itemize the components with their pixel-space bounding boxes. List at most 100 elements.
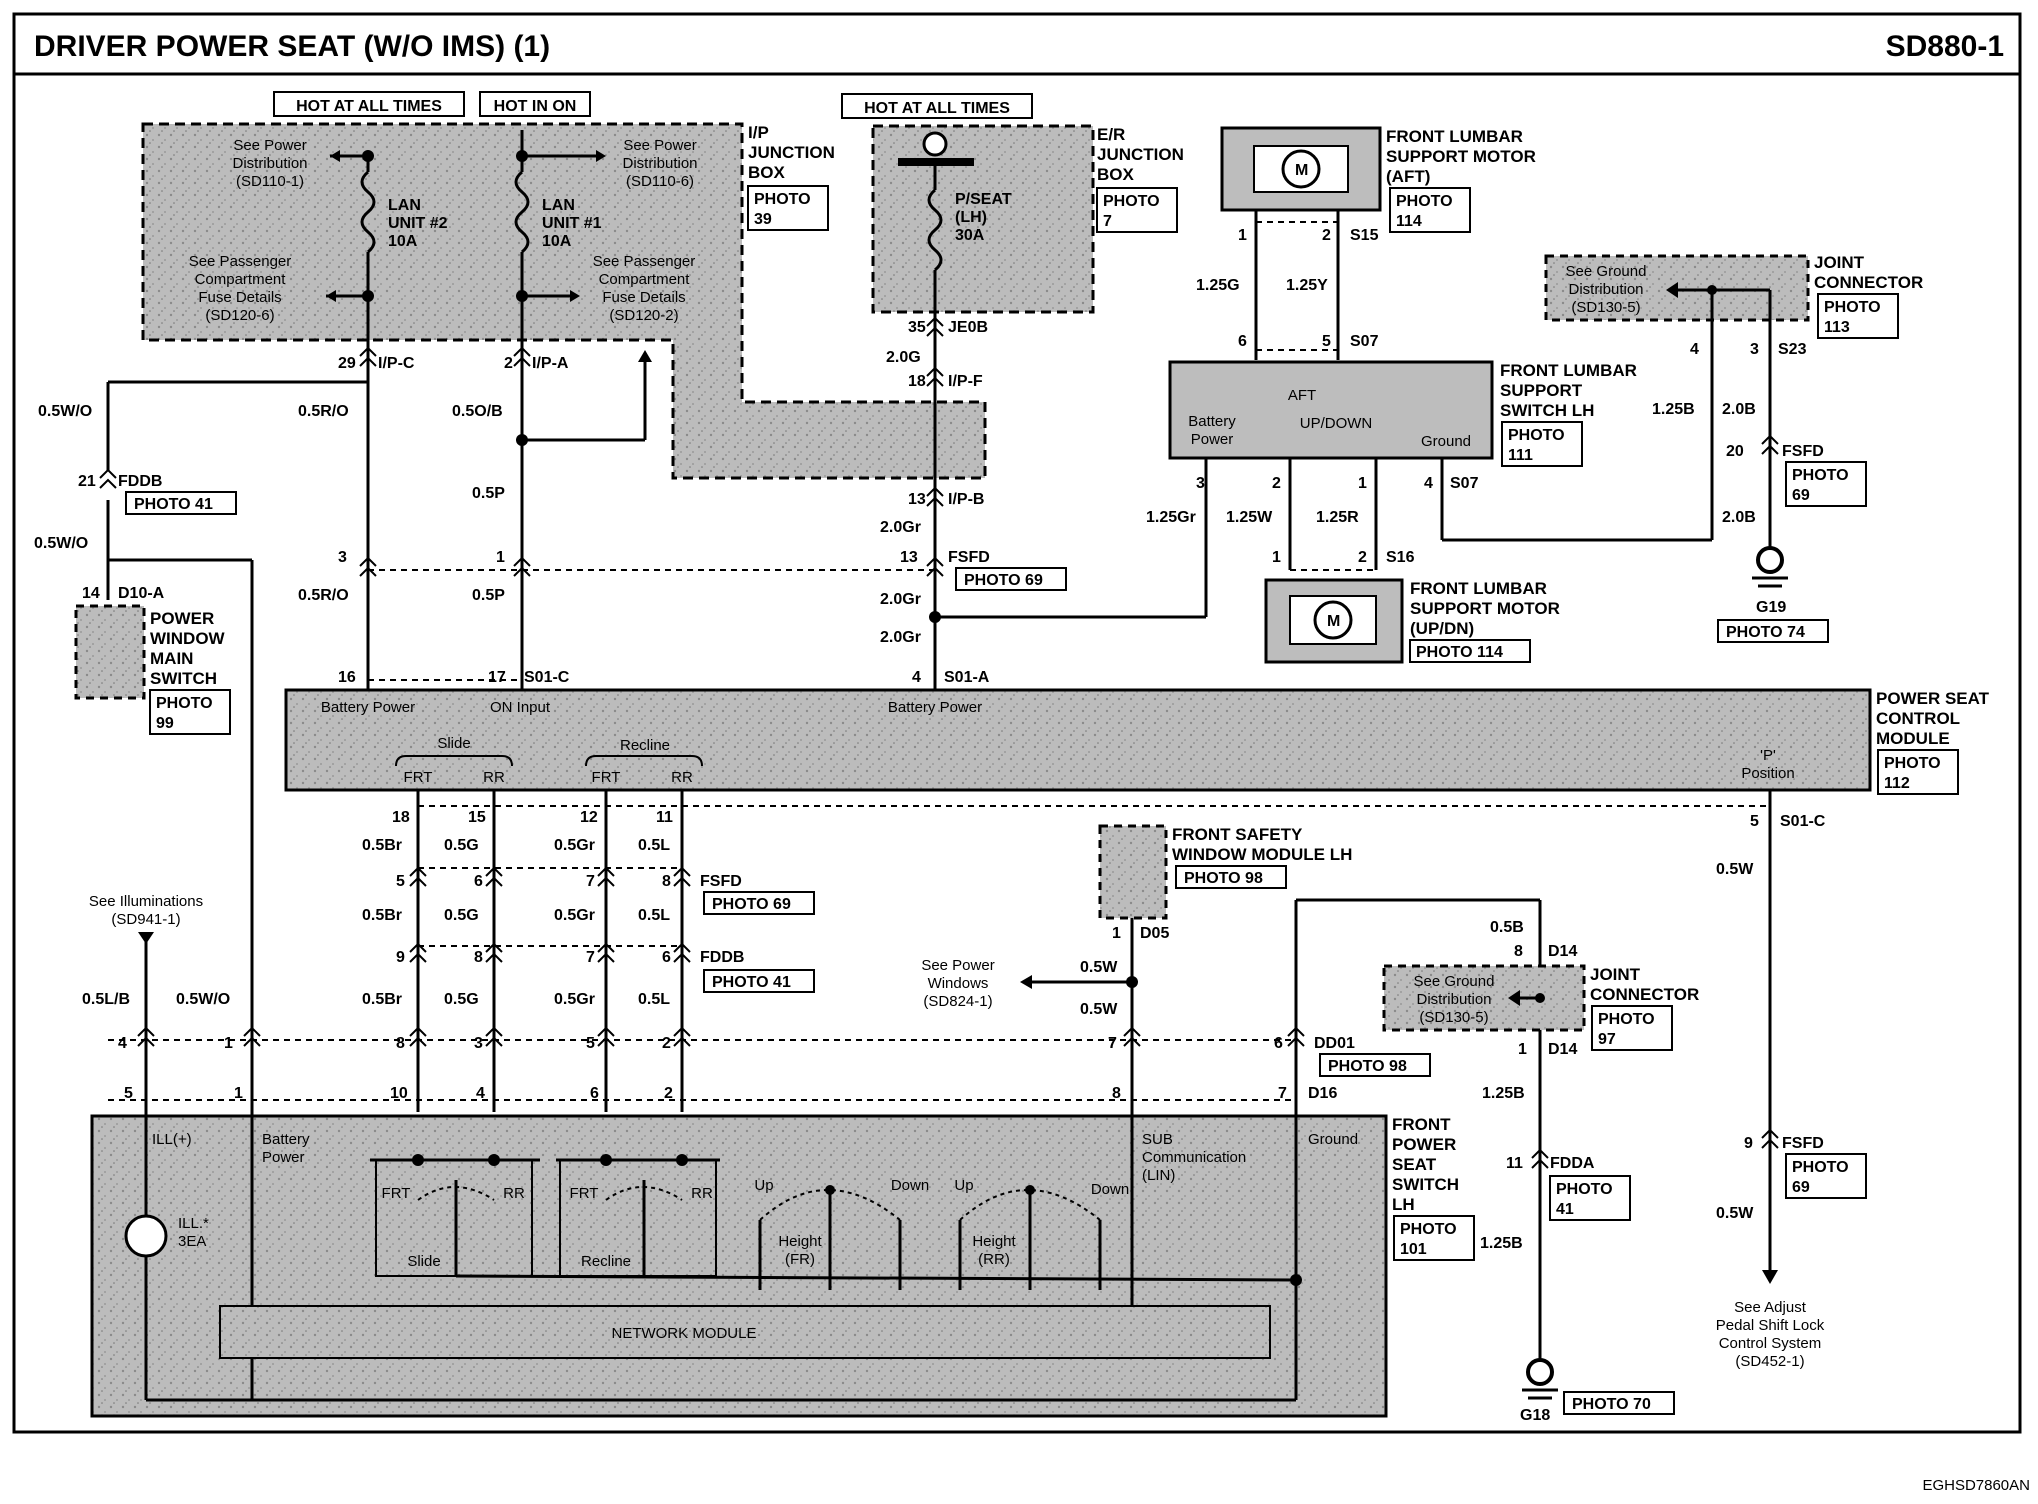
- ref-power-distribution-sd110-1: See Power Distribution (SD110-1): [232, 137, 368, 190]
- tag-hot-at-all-times-2: HOT AT ALL TIMES: [841, 93, 1033, 119]
- svg-text:2: 2: [1322, 227, 1331, 244]
- wire-ip-a-feed: 2 I/P-A 0.5O/B 0.5P 3 1 0.5R/O 0.5P: [298, 342, 652, 690]
- svg-text:5: 5: [396, 873, 405, 890]
- svg-text:Slide: Slide: [437, 735, 470, 752]
- svg-text:FRONT LUMBAR: FRONT LUMBAR: [1500, 361, 1637, 380]
- svg-text:1.25G: 1.25G: [1196, 277, 1240, 294]
- svg-text:S01-C: S01-C: [1780, 813, 1826, 830]
- lumbar-aft-motor: M FRONT LUMBAR SUPPORT MOTOR (AFT) PHOTO…: [1196, 126, 1536, 360]
- svg-text:0.5L: 0.5L: [638, 991, 670, 1008]
- svg-text:S23: S23: [1778, 341, 1807, 358]
- svg-text:PHOTO: PHOTO: [1884, 755, 1941, 772]
- ref-power-distribution-sd110-6: See Power Distribution (SD110-6): [522, 137, 698, 190]
- svg-text:13: 13: [908, 491, 926, 508]
- svg-text:16: 16: [338, 669, 356, 686]
- svg-text:Windows: Windows: [928, 975, 989, 992]
- svg-text:15: 15: [468, 809, 486, 826]
- svg-text:Ground: Ground: [1308, 1131, 1358, 1148]
- svg-text:8: 8: [662, 873, 671, 890]
- svg-text:PHOTO: PHOTO: [1400, 1221, 1457, 1238]
- svg-text:PHOTO: PHOTO: [1556, 1181, 1613, 1198]
- svg-text:(SD110-6): (SD110-6): [626, 173, 694, 190]
- svg-text:8: 8: [1514, 943, 1523, 960]
- svg-text:2.0G: 2.0G: [886, 349, 921, 366]
- svg-text:D14: D14: [1548, 1041, 1577, 1058]
- svg-text:0.5W/O: 0.5W/O: [176, 991, 230, 1008]
- svg-text:CONNECTOR: CONNECTOR: [1814, 273, 1923, 292]
- svg-text:See Ground: See Ground: [1566, 263, 1647, 280]
- ip-junction-box: [141, 122, 987, 480]
- svg-text:39: 39: [754, 211, 772, 228]
- svg-text:FRT: FRT: [382, 1185, 411, 1202]
- svg-text:UNIT #1: UNIT #1: [542, 215, 602, 232]
- svg-text:POWER SEAT: POWER SEAT: [1876, 689, 1990, 708]
- lumbar-updn-motor: 1 2 S16 M FRONT LUMBAR SUPPORT MOTOR (UP…: [1264, 549, 1560, 664]
- svg-text:FSFD: FSFD: [948, 549, 990, 566]
- svg-text:0.5W/O: 0.5W/O: [38, 403, 92, 420]
- svg-text:Height: Height: [972, 1233, 1016, 1250]
- svg-text:3: 3: [1750, 341, 1759, 358]
- svg-text:11: 11: [656, 809, 673, 826]
- svg-text:DD01: DD01: [1314, 1035, 1355, 1052]
- svg-text:MODULE: MODULE: [1876, 729, 1950, 748]
- svg-text:FSFD: FSFD: [1782, 1135, 1824, 1152]
- svg-text:0.5L: 0.5L: [638, 907, 670, 924]
- svg-text:PHOTO: PHOTO: [156, 695, 213, 712]
- svg-text:0.5W/O: 0.5W/O: [34, 535, 88, 552]
- wire-illumination: See Illuminations (SD941-1) 0.5L/B 0.5W/…: [82, 893, 243, 1112]
- svg-text:1.25Y: 1.25Y: [1286, 277, 1328, 294]
- svg-text:Pedal Shift Lock: Pedal Shift Lock: [1716, 1317, 1825, 1334]
- svg-text:S07: S07: [1450, 475, 1479, 492]
- svg-text:FSFD: FSFD: [700, 873, 742, 890]
- svg-text:S01-C: S01-C: [524, 669, 570, 686]
- ip-junction-label: I/P JUNCTION BOX PHOTO 39: [747, 123, 835, 231]
- ref-passenger-fuse-sd120-2: See Passenger Compartment Fuse Details (…: [522, 253, 695, 324]
- svg-text:Slide: Slide: [407, 1253, 440, 1270]
- svg-text:Battery Power: Battery Power: [321, 699, 415, 716]
- svg-text:D16: D16: [1308, 1085, 1337, 1102]
- svg-text:PHOTO: PHOTO: [1103, 193, 1160, 210]
- svg-text:See Power: See Power: [233, 137, 306, 154]
- svg-text:0.5W: 0.5W: [1080, 959, 1118, 976]
- svg-text:0.5Br: 0.5Br: [362, 907, 402, 924]
- er-junction-box: [871, 124, 1095, 314]
- ground-g19: G19 PHOTO 74: [1717, 546, 1829, 643]
- svg-text:FRONT LUMBAR: FRONT LUMBAR: [1410, 579, 1547, 598]
- svg-text:17: 17: [488, 669, 506, 686]
- svg-text:SWITCH: SWITCH: [150, 669, 217, 688]
- svg-text:1: 1: [1238, 227, 1247, 244]
- svg-text:RR: RR: [691, 1185, 713, 1202]
- svg-text:LH: LH: [1392, 1195, 1415, 1214]
- svg-text:18: 18: [392, 809, 410, 826]
- svg-text:(SD130-5): (SD130-5): [1571, 299, 1640, 316]
- wires-seat-motors: 18 15 12 11 0.5Br 0.5G 0.5Gr 0.5L 5 6 7 …: [108, 790, 1770, 1112]
- svg-text:SUPPORT MOTOR: SUPPORT MOTOR: [1410, 599, 1560, 618]
- svg-text:1: 1: [1358, 475, 1367, 492]
- svg-text:POWER: POWER: [1392, 1135, 1456, 1154]
- svg-text:(RR): (RR): [978, 1251, 1010, 1268]
- svg-text:2.0B: 2.0B: [1722, 509, 1756, 526]
- svg-text:35: 35: [908, 319, 926, 336]
- svg-text:POWER: POWER: [150, 609, 214, 628]
- wire-p-position: 5 S01-C 0.5W 9 FSFD PHOTO 69 0.5W See Ad…: [1716, 790, 1867, 1370]
- front-safety-window-module: FRONT SAFETY WINDOW MODULE LH PHOTO 98 1…: [921, 824, 1352, 1112]
- svg-text:12: 12: [580, 809, 598, 826]
- page-title: DRIVER POWER SEAT (W/O IMS) (1): [34, 30, 550, 63]
- svg-text:SWITCH: SWITCH: [1392, 1175, 1459, 1194]
- svg-text:See Ground: See Ground: [1414, 973, 1495, 990]
- svg-text:HOT IN ON: HOT IN ON: [494, 98, 577, 115]
- svg-text:111: 111: [1508, 447, 1533, 464]
- svg-text:PHOTO 69: PHOTO 69: [712, 896, 791, 913]
- svg-text:I/P-F: I/P-F: [948, 373, 983, 390]
- svg-text:M: M: [1295, 162, 1308, 179]
- fuse-p-seat-lh: P/SEAT (LH) 30A: [898, 131, 1012, 312]
- svg-text:PHOTO 98: PHOTO 98: [1328, 1058, 1407, 1075]
- wire-ground-dd01: 6 DD01 PHOTO 98 7 D16 0.5B 8 D14: [1274, 898, 1577, 1360]
- svg-text:See Power: See Power: [623, 137, 696, 154]
- svg-text:0.5W: 0.5W: [1716, 861, 1754, 878]
- svg-text:D14: D14: [1548, 943, 1577, 960]
- svg-text:10A: 10A: [388, 233, 418, 250]
- power-window-main-switch: POWER WINDOW MAIN SWITCH PHOTO 99: [74, 558, 254, 1112]
- svg-text:6: 6: [1238, 333, 1247, 350]
- svg-text:(SD452-1): (SD452-1): [1735, 1353, 1804, 1370]
